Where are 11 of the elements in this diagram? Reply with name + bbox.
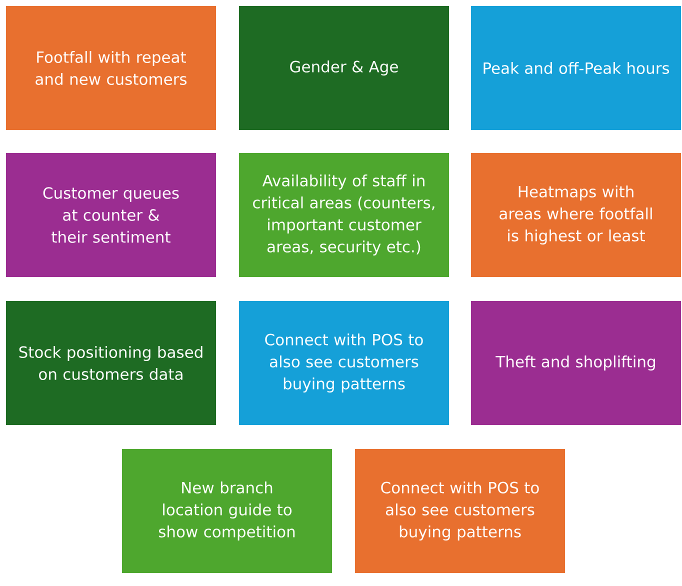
text-box: Customer queues at counter & their sentiment: [6, 153, 216, 277]
text-box: Availability of staff in critical areas (counters, important customer areas, security etc.): [239, 153, 449, 277]
text-box: New branch location guide to show competition: [122, 449, 332, 573]
text-box: Connect with POS to also see customers buying patterns: [355, 449, 565, 573]
text-box: Connect with POS to also see customers buying patterns: [239, 301, 449, 425]
text-box: Theft and shoplifting: [471, 301, 681, 425]
text-box: Heatmaps with areas where footfall is highest or least: [471, 153, 681, 277]
text-box: Peak and off-Peak hours: [471, 6, 681, 130]
text-box: Stock positioning based on customers data: [6, 301, 216, 425]
text-box: Gender & Age: [239, 6, 449, 130]
text-box: Footfall with repeat and new customers: [6, 6, 216, 130]
